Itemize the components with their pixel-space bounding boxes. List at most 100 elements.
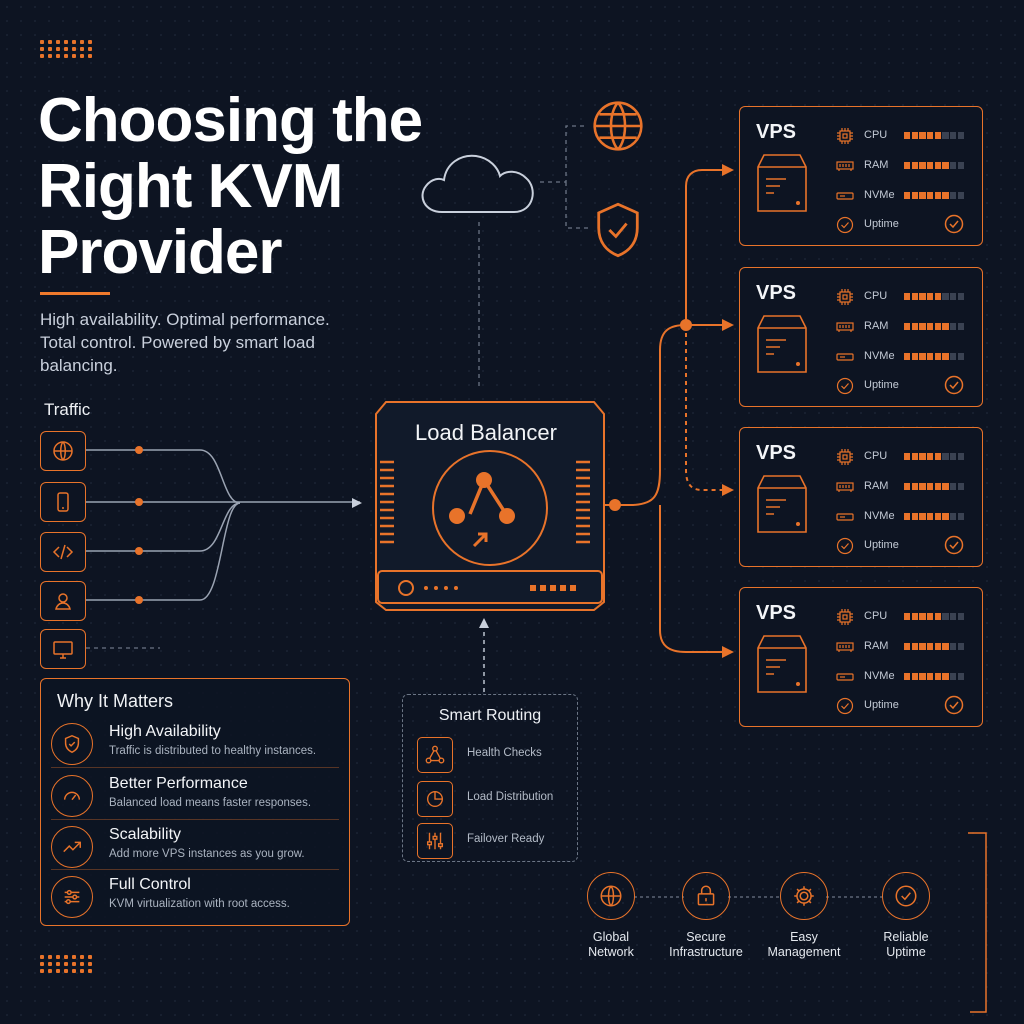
vps-row-label: RAM bbox=[864, 159, 889, 171]
vps-row-ram: RAM bbox=[836, 157, 976, 175]
vps-row-uptime: Uptime bbox=[836, 214, 976, 234]
vps-row-label: CPU bbox=[864, 610, 888, 622]
vps-row-ram: RAM bbox=[836, 318, 976, 336]
vps-row-label: CPU bbox=[864, 450, 888, 462]
vps-row-uptime: Uptime bbox=[836, 375, 976, 395]
check-circle-icon bbox=[882, 872, 930, 920]
vps-row-uptime: Uptime bbox=[836, 695, 976, 715]
feature-label: Reliable Uptime bbox=[883, 930, 929, 959]
gear-icon bbox=[780, 872, 828, 920]
why-item-desc: Balanced load means faster responses. bbox=[109, 797, 312, 809]
shield-check-icon bbox=[597, 202, 639, 258]
shield-check-icon bbox=[51, 723, 93, 765]
check-circle-icon bbox=[836, 377, 854, 395]
load-balancer-device bbox=[375, 401, 605, 611]
vps-title: VPS bbox=[756, 121, 797, 143]
vps-row-ram: RAM bbox=[836, 638, 976, 656]
globe-icon bbox=[593, 101, 643, 151]
vps-title: VPS bbox=[756, 282, 797, 304]
cpu-icon bbox=[836, 127, 854, 145]
vps-row-label: NVMe bbox=[864, 350, 895, 362]
vps-usage-bar bbox=[904, 132, 964, 139]
vps-row-label: Uptime bbox=[864, 699, 899, 711]
vps-row-nvme: NVMe bbox=[836, 508, 976, 526]
vps-title: VPS bbox=[756, 442, 797, 464]
why-item-heading: High Availability bbox=[109, 723, 221, 740]
routing-item-label: Load Distribution bbox=[467, 791, 554, 803]
user-icon bbox=[40, 581, 86, 621]
vps-row-ram: RAM bbox=[836, 478, 976, 496]
vps-row-label: Uptime bbox=[864, 218, 899, 230]
nvme-icon bbox=[836, 668, 854, 686]
feature-label: Easy Management bbox=[767, 930, 841, 959]
feature-easy-management: Easy Management bbox=[749, 872, 859, 960]
feature-global-network: Global Network bbox=[556, 872, 666, 960]
cpu-icon bbox=[836, 608, 854, 626]
why-item-heading: Scalability bbox=[109, 826, 182, 843]
smart-routing-panel: Smart Routing Health Checks Load Distrib… bbox=[402, 694, 578, 862]
check-circle-icon bbox=[944, 375, 964, 395]
sliders-icon bbox=[417, 823, 453, 859]
server-icon bbox=[757, 315, 807, 373]
routing-title: Smart Routing bbox=[438, 707, 542, 724]
ram-icon bbox=[836, 478, 854, 496]
server-icon bbox=[757, 475, 807, 533]
globe-icon bbox=[587, 872, 635, 920]
vps-usage-bar bbox=[904, 353, 964, 360]
divider bbox=[51, 819, 339, 820]
vps-usage-bar bbox=[904, 323, 964, 330]
load-balancer-label: Load Balancer bbox=[415, 420, 557, 445]
why-item-control: Full Control KVM virtualization with roo… bbox=[51, 876, 341, 926]
sliders-icon bbox=[51, 876, 93, 918]
server-icon bbox=[757, 635, 807, 693]
vps-row-label: NVMe bbox=[864, 670, 895, 682]
cpu-icon bbox=[836, 288, 854, 306]
vps-usage-bar bbox=[904, 162, 964, 169]
vps-title: VPS bbox=[756, 602, 797, 624]
vps-row-cpu: CPU bbox=[836, 448, 976, 466]
vps-row-label: CPU bbox=[864, 129, 888, 141]
why-item-desc: Add more VPS instances as you grow. bbox=[109, 848, 305, 860]
routing-item-health: Health Checks bbox=[417, 737, 567, 773]
why-item-heading: Better Performance bbox=[109, 775, 248, 792]
traffic-label: Traffic bbox=[44, 400, 91, 419]
routing-item-distribution: Load Distribution bbox=[417, 781, 567, 817]
vps-row-label: RAM bbox=[864, 480, 889, 492]
feature-label: Secure Infrastructure bbox=[669, 930, 743, 959]
why-item-desc: Traffic is distributed to healthy instan… bbox=[109, 745, 317, 757]
nodes-icon bbox=[417, 737, 453, 773]
vps-usage-bar bbox=[904, 513, 964, 520]
vps-row-uptime: Uptime bbox=[836, 535, 976, 555]
check-circle-icon bbox=[836, 697, 854, 715]
globe-icon bbox=[40, 431, 86, 471]
speedometer-icon bbox=[51, 775, 93, 817]
feature-secure-infrastructure: Secure Infrastructure bbox=[651, 872, 761, 960]
code-icon bbox=[40, 532, 86, 572]
check-circle-icon bbox=[836, 216, 854, 234]
vps-row-label: Uptime bbox=[864, 379, 899, 391]
vps-usage-bar bbox=[904, 293, 964, 300]
vps-row-nvme: NVMe bbox=[836, 187, 976, 205]
routing-item-label: Failover Ready bbox=[467, 833, 545, 845]
vps-row-label: RAM bbox=[864, 320, 889, 332]
check-circle-icon bbox=[944, 214, 964, 234]
routing-item-label: Health Checks bbox=[467, 747, 542, 759]
vps-row-cpu: CPU bbox=[836, 127, 976, 145]
cloud-icon bbox=[421, 154, 534, 213]
vps-row-label: RAM bbox=[864, 640, 889, 652]
vps-row-label: NVMe bbox=[864, 510, 895, 522]
mobile-icon bbox=[40, 482, 86, 522]
feature-label: Global Network bbox=[588, 930, 634, 959]
why-item-availability: High Availability Traffic is distributed… bbox=[51, 723, 341, 773]
title-underline bbox=[40, 292, 110, 295]
why-item-heading: Full Control bbox=[109, 876, 191, 893]
divider bbox=[51, 767, 339, 768]
decor-dots-top bbox=[40, 40, 93, 58]
nvme-icon bbox=[836, 187, 854, 205]
vps-row-label: CPU bbox=[864, 290, 888, 302]
page-subtitle: High availability. Optimal performance. … bbox=[40, 310, 330, 375]
vps-usage-bar bbox=[904, 192, 964, 199]
